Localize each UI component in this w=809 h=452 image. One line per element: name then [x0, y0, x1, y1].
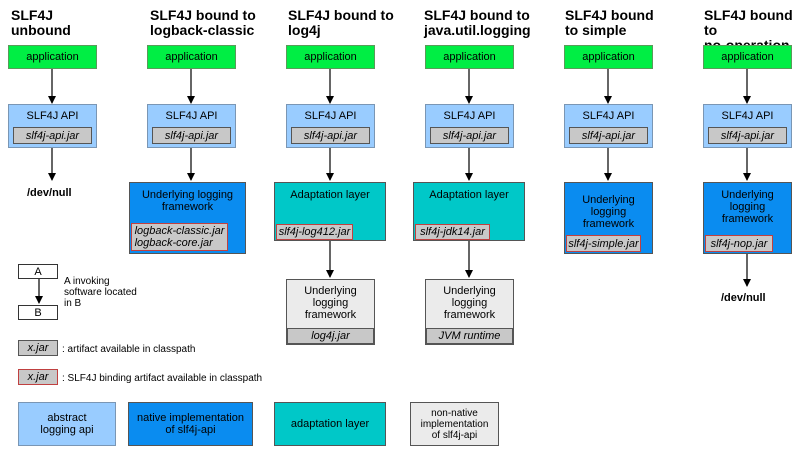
legend-adaptation-box: adaptation layer	[274, 402, 386, 446]
underlying-framework-label: Underlying logging framework	[141, 189, 234, 213]
column-title-unbound: SLF4J unbound	[11, 7, 71, 38]
column-title-simple: SLF4J bound to simple	[565, 7, 654, 38]
log4j-jar: log4j.jar	[287, 328, 374, 344]
application-box: application	[564, 45, 653, 69]
slf4j-api-jar: slf4j-api.jar	[430, 127, 509, 144]
slf4j-api-label: SLF4J API	[165, 110, 218, 122]
legend-native-box: native implementation of slf4j-api	[128, 402, 253, 446]
legend-node-b: B	[18, 305, 58, 320]
column-title-jul: SLF4J bound to java.util.logging	[424, 7, 531, 38]
legend-artifact-jar: x.jar	[18, 340, 58, 356]
slf4j-simple-jar: slf4j-simple.jar	[566, 235, 641, 252]
slf4j-api-label: SLF4J API	[721, 110, 774, 122]
underlying-framework-label: Underlying logging framework	[721, 189, 774, 225]
application-box: application	[8, 45, 97, 69]
slf4j-api-label: SLF4J API	[304, 110, 357, 122]
legend-nonnative-box: non-native implementation of slf4j-api	[410, 402, 499, 446]
logback-jar: logback-classic.jar logback-core.jar	[131, 223, 228, 251]
slf4j-api-jar: slf4j-api.jar	[708, 127, 787, 144]
underlying-framework-label: Underlying logging framework	[582, 194, 635, 230]
column-title-logback: SLF4J bound to logback-classic	[150, 7, 256, 38]
jvm-runtime-jar: JVM runtime	[426, 328, 513, 344]
slf4j-api-jar: slf4j-api.jar	[13, 127, 92, 144]
slf4j-api-jar: slf4j-api.jar	[152, 127, 231, 144]
application-box: application	[147, 45, 236, 69]
slf4j-nop-jar: slf4j-nop.jar	[705, 235, 773, 252]
legend-artifact-text: : artifact available in classpath	[62, 344, 196, 355]
application-box: application	[703, 45, 792, 69]
slf4j-api-label: SLF4J API	[582, 110, 635, 122]
legend-binding-jar: x.jar	[18, 369, 58, 385]
column-title-log4j: SLF4J bound to log4j	[288, 7, 394, 38]
slf4j-api-label: SLF4J API	[443, 110, 496, 122]
legend-binding-text: : SLF4J binding artifact available in cl…	[62, 373, 263, 384]
dev-null-label: /dev/null	[27, 187, 72, 199]
slf4j-log412-jar: slf4j-log412.jar	[276, 224, 353, 240]
adaptation-layer-label: Adaptation layer	[429, 189, 509, 201]
underlying-framework-label: Underlying logging framework	[304, 285, 357, 321]
adaptation-layer-label: Adaptation layer	[290, 189, 370, 201]
application-box: application	[425, 45, 514, 69]
slf4j-api-jar: slf4j-api.jar	[569, 127, 648, 144]
application-box: application	[286, 45, 375, 69]
dev-null-label: /dev/null	[721, 292, 766, 304]
slf4j-api-jar: slf4j-api.jar	[291, 127, 370, 144]
legend-node-a: A	[18, 264, 58, 279]
underlying-framework-label: Underlying logging framework	[443, 285, 496, 321]
slf4j-api-label: SLF4J API	[26, 110, 79, 122]
slf4j-jdk14-jar: slf4j-jdk14.jar	[415, 224, 490, 240]
legend-invoke-text: A invoking software located in B	[64, 276, 137, 309]
legend-abstract-box: abstract logging api	[18, 402, 116, 446]
